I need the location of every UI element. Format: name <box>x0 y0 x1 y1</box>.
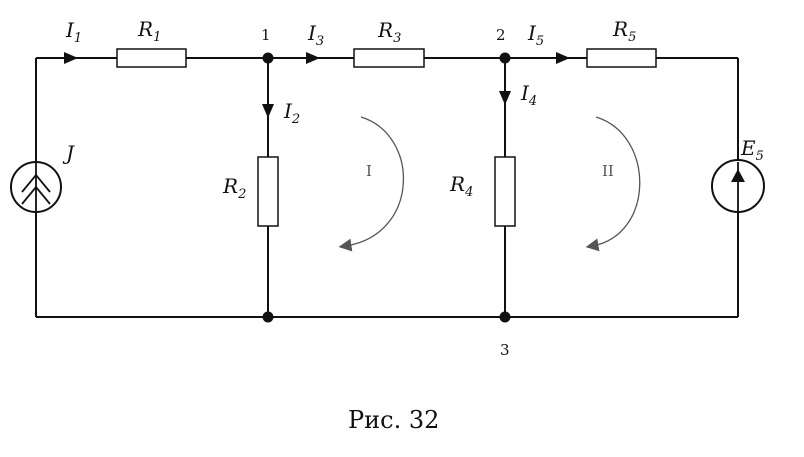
resistor-r1 <box>116 48 187 68</box>
label-j: J <box>62 141 75 165</box>
label-r1: R1 <box>137 17 161 45</box>
node-label-1: 1 <box>261 26 271 44</box>
node-label-2: 2 <box>496 26 506 44</box>
figure-caption: Рис. 32 <box>348 406 439 434</box>
label-e5: E5 <box>740 136 764 164</box>
label-r3: R3 <box>377 18 401 46</box>
current-arrow-i5 <box>556 52 570 64</box>
label-r2: R2 <box>222 174 246 202</box>
label-i1: I1 <box>65 18 82 46</box>
current-arrow-i3 <box>306 52 320 64</box>
current-arrow-i4 <box>499 91 511 105</box>
node-label-3: 3 <box>500 341 510 359</box>
current-arrow-i2 <box>262 104 274 118</box>
loop-arrow-2 <box>585 116 641 252</box>
junction-dot-bottom-left <box>262 311 274 323</box>
resistor-r4 <box>494 156 516 227</box>
label-i2: I2 <box>283 99 300 127</box>
junction-dot-node-3 <box>499 311 511 323</box>
arrow-up-icon <box>731 169 745 182</box>
label-r4: R4 <box>449 172 473 200</box>
current-arrow-i1 <box>64 52 78 64</box>
label-i5: I5 <box>527 21 544 49</box>
resistor-r2 <box>257 156 279 227</box>
junction-dot-node-2 <box>499 52 511 64</box>
chevron-up-icon <box>21 173 51 193</box>
junction-dot-node-1 <box>262 52 274 64</box>
label-r5: R5 <box>612 17 636 45</box>
resistor-r3 <box>353 48 425 68</box>
label-i3: I3 <box>307 21 324 49</box>
label-i4: I4 <box>520 81 537 109</box>
chevron-up-icon <box>21 185 51 205</box>
current-source-j <box>10 161 62 213</box>
voltage-source-e5 <box>711 159 765 213</box>
loop-label-2: II <box>602 162 614 180</box>
loop-label-1: I <box>366 162 372 180</box>
loop-arrow-1 <box>338 116 404 252</box>
wires <box>35 57 739 318</box>
resistor-r5 <box>586 48 657 68</box>
